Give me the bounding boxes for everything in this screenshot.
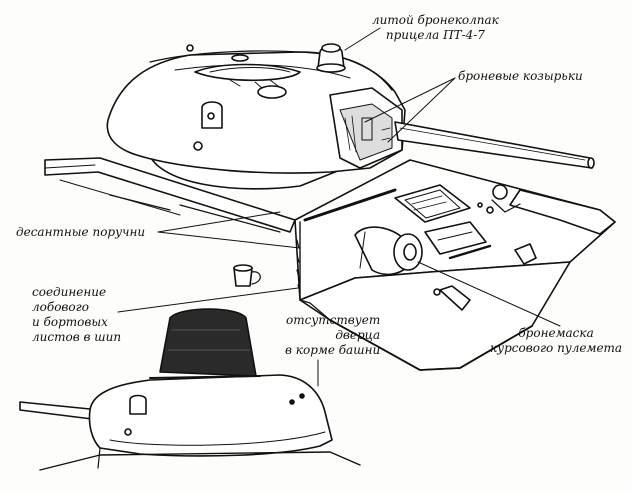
label-no-rear-hatch-line-3: в корме башни [285,343,381,357]
label-tenon-joint-line-3: и бортовых [32,315,108,329]
label-tank-rails-line-1: десантные поручни [16,225,146,239]
label-mg-mantlet-line-2: курсового пулемета [490,341,623,355]
label-sight-cover-line-2: прицела ПТ-4-7 [385,28,485,42]
label-tenon-joint-line-4: листов в шип [32,330,122,344]
label-tenon-joint: соединение лобового и бортовых листов в … [32,285,121,345]
label-mg-mantlet: бронемаска курсового пулемета [490,326,622,356]
label-no-rear-hatch-line-1: отсутствует [286,313,381,327]
inset-rear-turret [19,308,361,471]
label-no-rear-hatch: отсутствует дверца в корме башни [285,313,380,358]
leader-lines [117,27,561,387]
label-tank-rails: десантные поручни [16,225,145,240]
label-tenon-joint-line-1: соединение [32,285,107,299]
turret [106,43,406,190]
label-sight-cover: литой бронеколпак прицела ПТ-4-7 [372,13,499,43]
label-no-rear-hatch-line-2: дверца [335,328,381,342]
main-gun [394,121,595,169]
label-tenon-joint-line-2: лобового [32,300,89,314]
hull-fitting [233,264,261,287]
label-mg-mantlet-line-1: бронемаска [518,326,594,340]
label-armor-visors-line-1: броневые козырьки [458,69,583,83]
mg-mantlet [354,226,423,276]
label-sight-cover-line-1: литой бронеколпак [372,13,499,27]
label-armor-visors: броневые козырьки [458,69,583,84]
